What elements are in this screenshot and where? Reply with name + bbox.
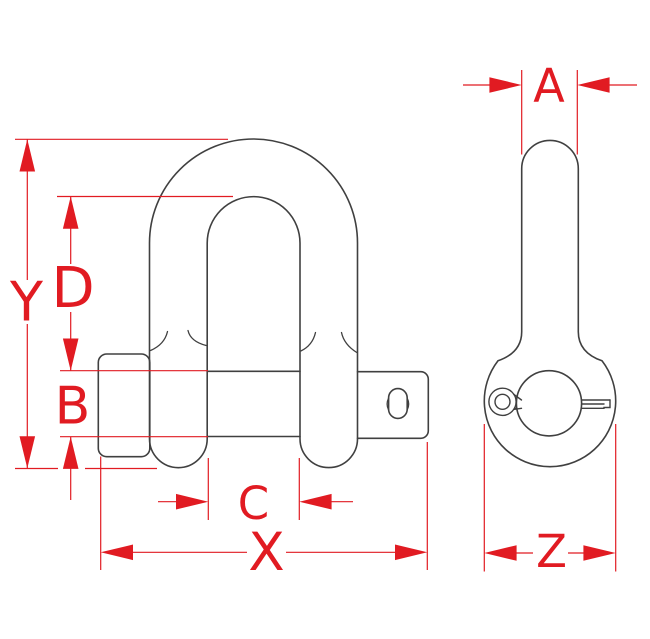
dim-label-x: X bbox=[248, 522, 284, 583]
dimension-b: B bbox=[55, 370, 208, 500]
side-profile-outline bbox=[483, 139, 617, 468]
lug-fillet-left-outer bbox=[149, 330, 169, 352]
c-arrow-right-icon bbox=[176, 493, 209, 510]
dim-label-b: B bbox=[55, 377, 91, 437]
dim-label-z: Z bbox=[536, 525, 567, 578]
y-arrow-down-icon bbox=[19, 436, 36, 469]
shackle-bow-outline bbox=[148, 138, 359, 469]
b-arrow-up-icon bbox=[62, 436, 79, 469]
pin-head-circle bbox=[515, 369, 583, 437]
dimension-annotations: Y D B bbox=[9, 59, 637, 583]
x-arrow-right-icon bbox=[395, 544, 428, 561]
c-arrow-left-icon bbox=[299, 493, 332, 510]
x-arrow-left-icon bbox=[100, 544, 133, 561]
dimension-c: C bbox=[158, 458, 353, 530]
dim-label-d: D bbox=[51, 256, 94, 321]
pin-head bbox=[97, 353, 151, 458]
lug-fillet-left-inner bbox=[187, 329, 207, 347]
dim-label-a: A bbox=[533, 59, 565, 113]
shackle-side-view bbox=[483, 139, 617, 468]
d-arrow-down-icon bbox=[62, 338, 79, 371]
cotter-hole-slot-bump-right bbox=[406, 397, 410, 411]
dimension-a: A bbox=[463, 59, 637, 155]
a-arrow-right-icon bbox=[489, 77, 522, 93]
dim-label-c: C bbox=[238, 477, 269, 530]
pin-end bbox=[356, 370, 430, 440]
shackle-front-view bbox=[97, 138, 430, 469]
dimension-z: Z bbox=[483, 424, 617, 578]
dimension-x: X bbox=[100, 442, 428, 583]
cotter-hole-slot bbox=[387, 387, 409, 420]
z-arrow-right-icon bbox=[583, 545, 616, 561]
a-arrow-left-icon bbox=[577, 77, 610, 93]
z-arrow-left-icon bbox=[484, 545, 517, 561]
y-arrow-up-icon bbox=[19, 139, 36, 172]
cotter-pin-ring bbox=[488, 387, 523, 417]
d-arrow-up-icon bbox=[62, 196, 79, 229]
dimension-d: D bbox=[51, 195, 233, 371]
lug-fillet-right-outer bbox=[340, 331, 358, 354]
lug-fillet-right-inner bbox=[300, 331, 317, 352]
dimension-y: Y bbox=[9, 138, 228, 470]
cotter-hole-slot-bump-left bbox=[386, 397, 390, 411]
dim-label-y: Y bbox=[9, 271, 44, 334]
